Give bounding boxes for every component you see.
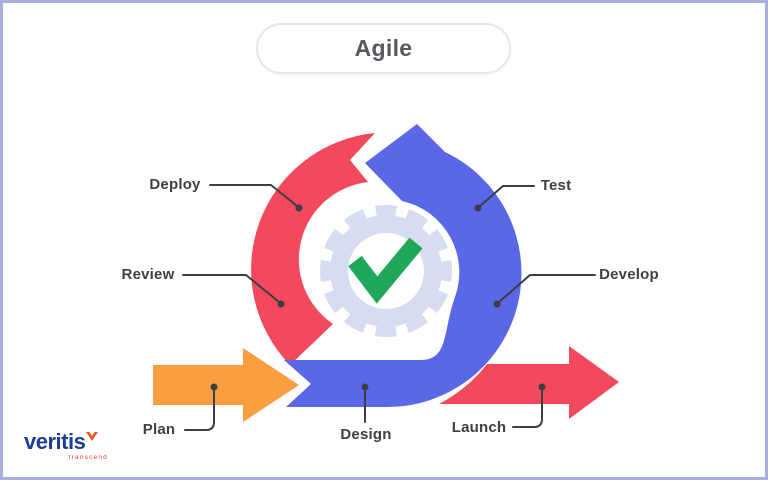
agile-cycle-diagram: [153, 124, 619, 431]
title-pill: Agile: [256, 23, 511, 74]
stage-label-develop: Develop: [599, 266, 659, 283]
callout-line-review: [182, 274, 280, 303]
callout-line-launch: [512, 390, 543, 428]
stage-label-plan: Plan: [142, 421, 176, 438]
page-title: Agile: [354, 35, 413, 61]
logo-tagline: transcend: [68, 454, 108, 461]
callout-line-develop: [498, 274, 596, 303]
stage-label-deploy: Deploy: [149, 176, 201, 193]
stage-label-review: Review: [121, 266, 175, 283]
callout-dot-test: [474, 204, 482, 212]
blue-cycle-arrow: [284, 124, 522, 408]
veritis-logo: veritis transcend: [24, 429, 112, 462]
launch-arrow: [439, 346, 619, 419]
callout-dot-deploy: [295, 204, 303, 212]
v-check-icon: [86, 432, 99, 441]
callout-line-plan: [184, 390, 215, 431]
check-icon: [348, 237, 423, 304]
callout-line-test: [479, 185, 535, 207]
stage-label-test: Test: [540, 177, 572, 194]
logo-wordmark: veritis: [24, 429, 86, 454]
stage-label-launch: Launch: [451, 419, 507, 436]
callout-dot-review: [277, 300, 285, 308]
stage-label-design: Design: [340, 426, 392, 443]
callout-dots: [210, 204, 546, 391]
callout-dot-launch: [538, 383, 546, 391]
callout-lines: [182, 184, 596, 431]
plan-arrow: [153, 348, 299, 422]
callout-dot-develop: [493, 300, 501, 308]
callout-line-deploy: [209, 184, 298, 207]
callout-dot-design: [361, 383, 369, 391]
callout-dot-plan: [210, 383, 218, 391]
